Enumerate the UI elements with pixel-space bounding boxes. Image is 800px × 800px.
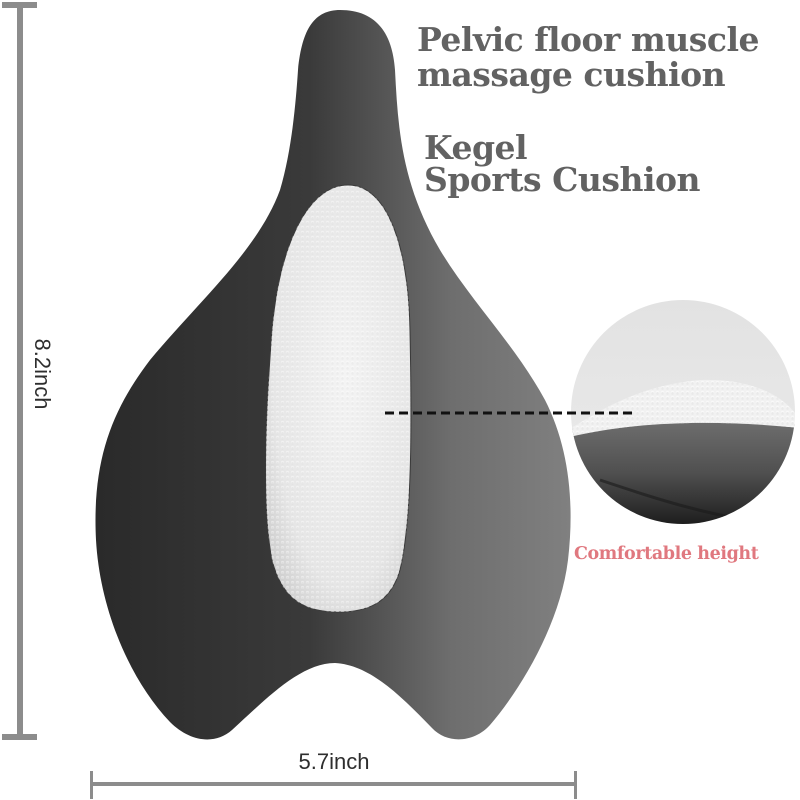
product-subtitle: Kegel Sports Cushion: [424, 128, 700, 199]
width-dimension-bar: [90, 771, 577, 799]
comfortable-height-callout: Comfortable height: [574, 544, 759, 564]
product-title: Pelvic floor muscle massage cushion: [417, 20, 760, 94]
product-title-line-1: Pelvic floor muscle: [417, 20, 760, 59]
height-dimension-bar: [2, 2, 37, 740]
height-detail-magnifier: [571, 300, 795, 524]
product-subtitle-line-2: Sports Cushion: [424, 160, 700, 199]
width-dimension-label: 5.7inch: [298, 749, 370, 774]
product-title-line-2: massage cushion: [417, 55, 726, 94]
product-subtitle-line-1: Kegel: [424, 128, 528, 167]
massage-pad: [265, 184, 412, 613]
height-dimension-label: 8.2inch: [30, 338, 55, 410]
